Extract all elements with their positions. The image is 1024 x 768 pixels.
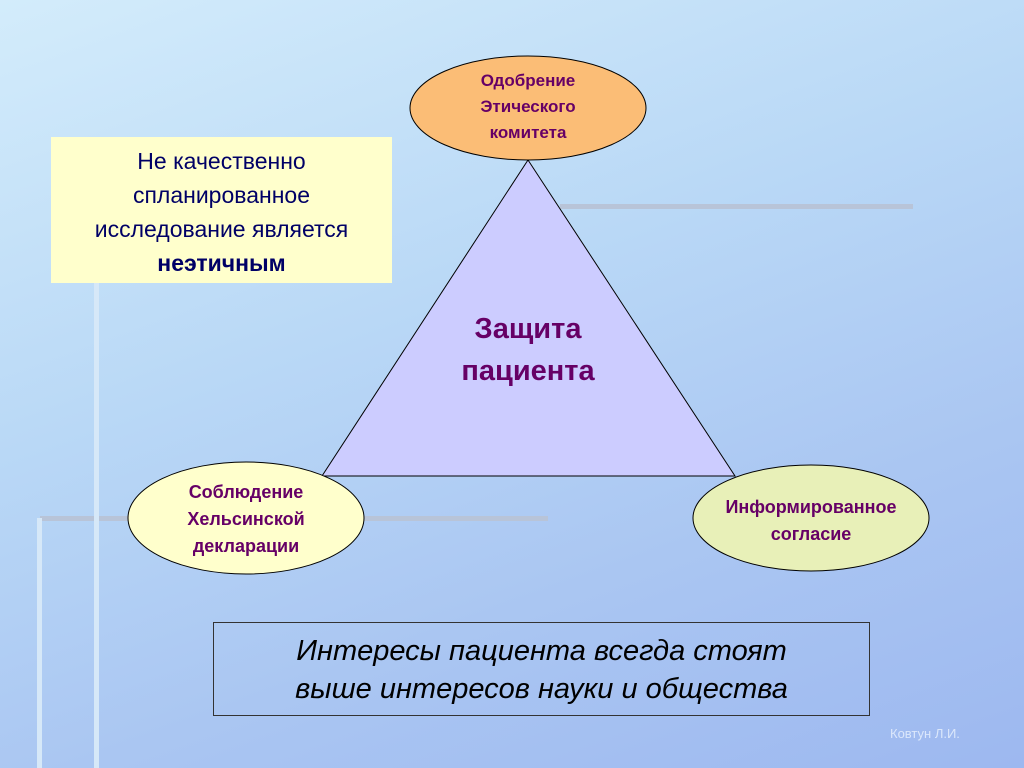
label-line: комитета [489, 123, 567, 142]
label-line: Одобрение [480, 71, 576, 90]
left-node-label: Соблюдение Хельсинской декларации [146, 479, 346, 560]
author-label: Ковтун Л.И. [890, 726, 960, 741]
motto-box: Интересы пациента всегда стоят выше инте… [213, 622, 870, 716]
right-ellipse [692, 464, 930, 572]
label-line: Информированное [725, 497, 897, 517]
top-ellipse [409, 55, 647, 161]
label-line: Этического [480, 97, 576, 116]
label-line: согласие [770, 524, 852, 544]
note-line: Не качественно [137, 148, 306, 174]
triangle [321, 159, 736, 477]
note-line: исследование является [94, 216, 349, 242]
label-line: Хельсинской [187, 509, 305, 529]
left-ellipse [127, 461, 365, 575]
motto-line: выше интересов науки и общества [295, 673, 788, 705]
note-line: спланированное [132, 182, 311, 208]
label-line: Защита [474, 313, 582, 345]
note-emphasis: неэтичным [157, 250, 286, 276]
top-node-label: Одобрение Этического комитета [428, 68, 628, 146]
label-line: пациента [461, 355, 595, 387]
center-label: Защита пациента [428, 308, 628, 392]
decor-line [94, 283, 99, 768]
label-line: Соблюдение [188, 482, 304, 502]
label-line: декларации [192, 536, 300, 556]
motto-line: Интересы пациента всегда стоят [296, 635, 787, 667]
decor-line [37, 518, 42, 768]
right-node-label: Информированное согласие [696, 494, 926, 548]
note-box: Не качественно спланированное исследован… [51, 137, 392, 283]
decor-line [560, 204, 913, 209]
